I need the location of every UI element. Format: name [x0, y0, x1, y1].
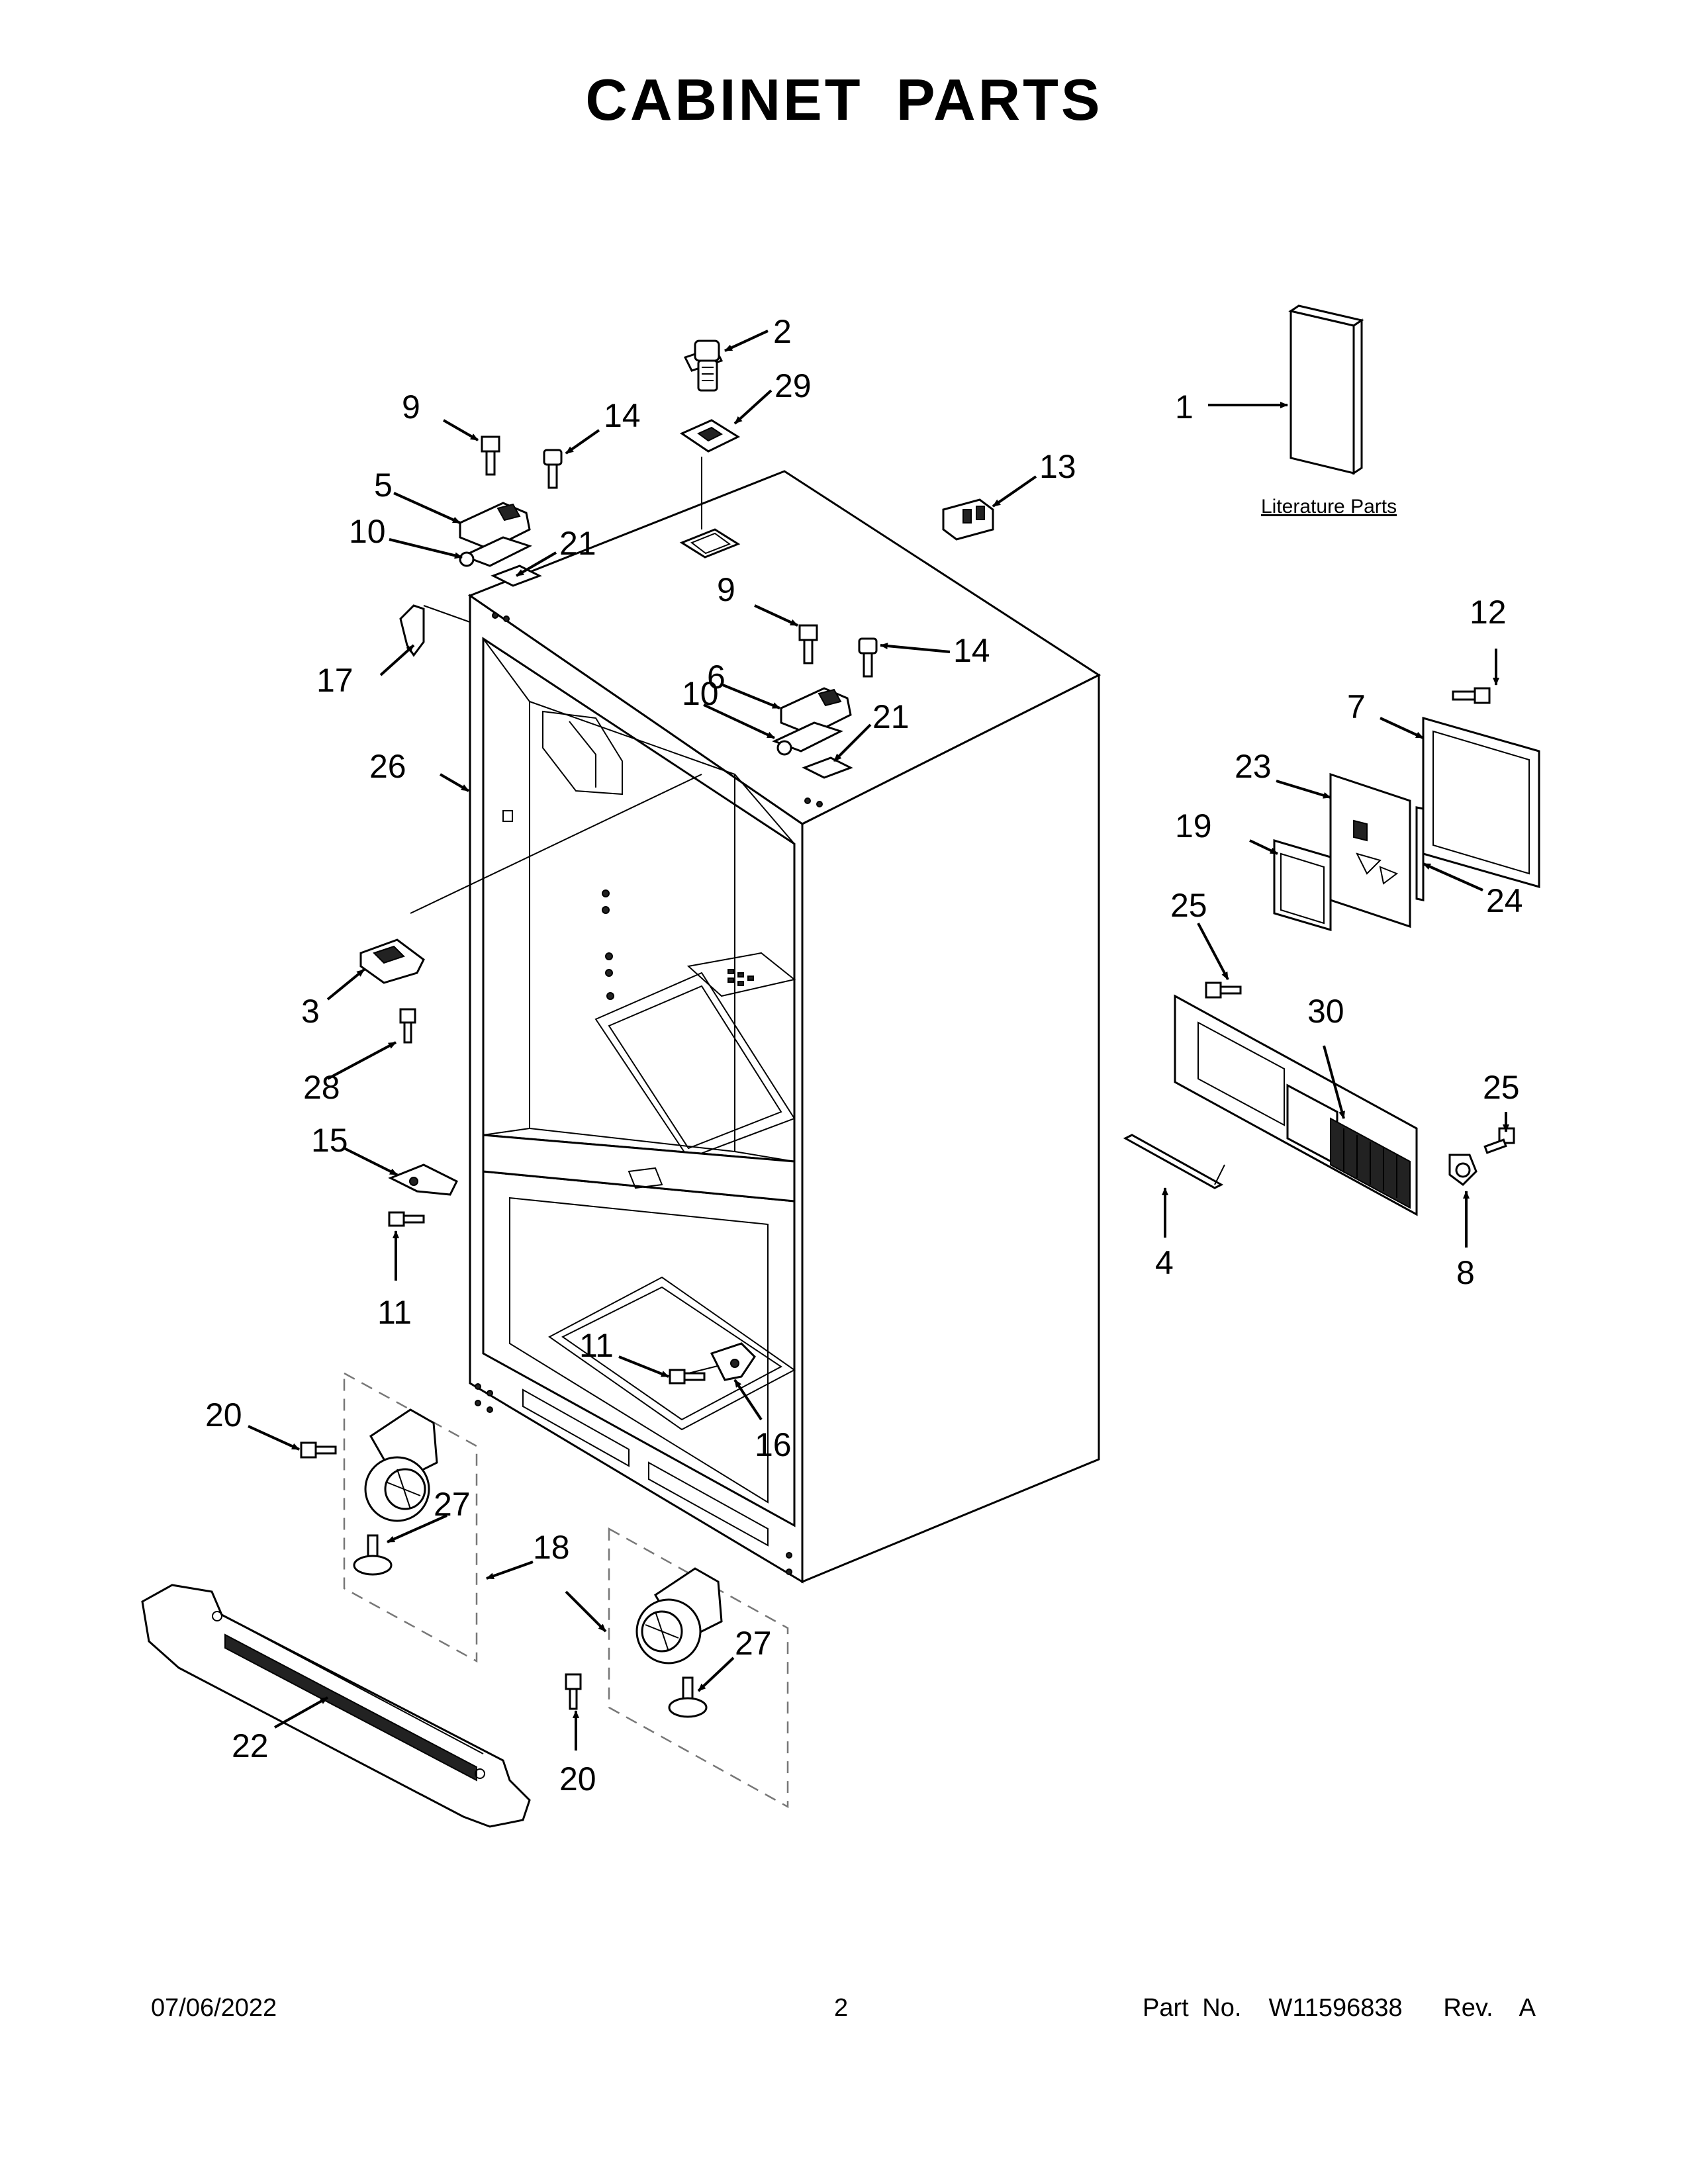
callout-26: 26 — [369, 748, 406, 785]
callout-25-right: 25 — [1483, 1069, 1520, 1106]
part-30-machine-cover — [1174, 994, 1418, 1216]
callout-20-right: 20 — [559, 1760, 596, 1797]
footer-part-number: Part No. W11596838 Rev. A — [1143, 1994, 1536, 2022]
callout-24: 24 — [1486, 882, 1523, 919]
callout-28: 28 — [303, 1069, 340, 1106]
callout-9-right: 9 — [717, 571, 735, 608]
callout-15: 15 — [311, 1122, 348, 1159]
callout-7: 7 — [1347, 688, 1366, 725]
part-14-screw-right — [858, 637, 878, 678]
part-10-hinge-plate-left — [459, 536, 532, 567]
footer-date: 07/06/2022 — [151, 1994, 277, 2022]
part-11-screw-inner — [669, 1369, 706, 1385]
part-8-clip — [1448, 1154, 1477, 1186]
callout-29: 29 — [774, 367, 812, 404]
callout-30: 30 — [1307, 993, 1344, 1030]
callout-10: 10 — [349, 513, 386, 550]
part-28-screw — [399, 1008, 416, 1044]
callout-25: 25 — [1170, 887, 1207, 924]
part-12-screw — [1452, 687, 1491, 704]
callout-19: 19 — [1175, 807, 1212, 844]
part-25-screw-right — [1483, 1127, 1515, 1154]
callout-14-right: 14 — [953, 632, 990, 669]
part-3-bracket — [359, 938, 425, 984]
callout-13: 13 — [1039, 448, 1076, 485]
part-27-leveler-right — [668, 1676, 708, 1718]
part-1-literature — [1288, 304, 1364, 475]
footer-page-number: 2 — [834, 1994, 849, 2022]
part-24-gasket — [1415, 806, 1425, 901]
callout-1: 1 — [1175, 388, 1194, 426]
callout-12: 12 — [1470, 594, 1507, 631]
refrigerator-cabinet — [410, 457, 1102, 1584]
part-21-shim-right — [802, 756, 853, 779]
part-16-bracket — [710, 1342, 756, 1381]
part-9-screw-left — [481, 435, 500, 476]
part-10-hinge-plate-right — [772, 721, 843, 756]
callout-23: 23 — [1235, 748, 1272, 785]
part-14-screw-left — [543, 449, 563, 489]
part-20-screw-right — [565, 1673, 582, 1710]
callout-9: 9 — [402, 388, 420, 426]
callout-14: 14 — [604, 397, 641, 434]
part-15-bracket — [388, 1163, 459, 1196]
part-9-screw-right — [798, 624, 818, 664]
part-4-seal-strip — [1123, 1134, 1225, 1189]
part-13-connector — [942, 498, 994, 541]
part-6-hinge-right — [780, 687, 852, 736]
callout-4: 4 — [1155, 1244, 1174, 1281]
right-roller-assembly — [608, 1527, 789, 1809]
callout-17: 17 — [316, 662, 353, 699]
part-19-control-board — [1273, 839, 1332, 932]
callout-arrows — [248, 330, 1509, 1751]
part-20-screw-left — [300, 1441, 337, 1459]
callout-6: 6 — [707, 659, 726, 696]
part-22-base-grille — [141, 1584, 531, 1828]
literature-parts-label: Literature Parts — [1261, 496, 1397, 518]
part-5-hinge-left — [459, 502, 531, 551]
callout-20: 20 — [205, 1396, 242, 1433]
callout-2: 2 — [773, 313, 792, 350]
callout-8: 8 — [1456, 1254, 1475, 1291]
callout-10-right: 10 — [682, 675, 719, 712]
part-2-water-valve — [683, 340, 724, 392]
part-29-bracket — [679, 419, 741, 453]
callout-27: 27 — [434, 1486, 471, 1523]
callout-16: 16 — [755, 1426, 792, 1463]
callout-21: 21 — [559, 525, 596, 562]
part-23-control-housing — [1329, 772, 1411, 929]
part-27-leveler-left — [353, 1534, 393, 1576]
callout-3: 3 — [301, 993, 320, 1030]
part-7-cover — [1422, 717, 1540, 888]
left-roller-assembly — [343, 1371, 478, 1663]
callout-5: 5 — [374, 467, 393, 504]
callout-11: 11 — [377, 1294, 412, 1331]
page-title: CABINET PARTS — [585, 67, 1103, 132]
callout-11-inner: 11 — [579, 1327, 614, 1364]
callout-22: 22 — [232, 1727, 269, 1764]
callout-21-right: 21 — [872, 698, 910, 735]
callout-18: 18 — [533, 1529, 570, 1566]
part-25-screw-left — [1205, 981, 1242, 999]
callout-27-right: 27 — [735, 1625, 772, 1662]
part-11-screw-left — [388, 1211, 425, 1227]
callout-labels: 1 2 29 13 9 14 5 10 21 17 26 9 14 6 10 2… — [205, 313, 1523, 1797]
